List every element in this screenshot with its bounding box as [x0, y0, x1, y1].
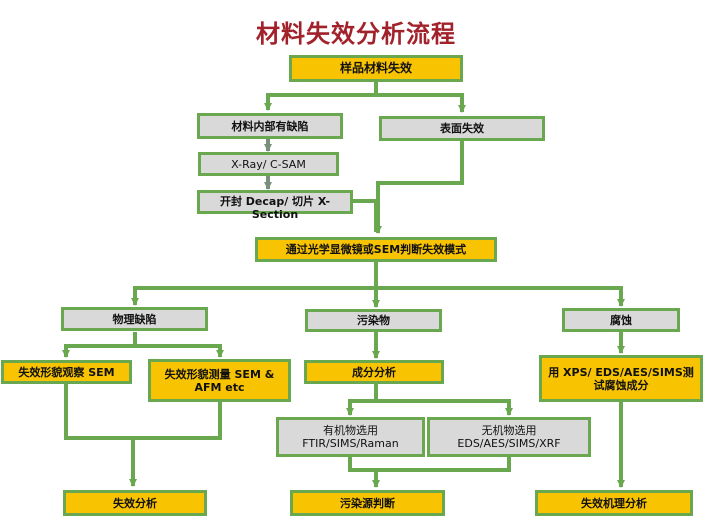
node-surface-failure: 表面失效 — [379, 116, 545, 141]
node-physical-defect-label: 物理缺陷 — [112, 312, 157, 326]
node-composition-analysis-label: 成分分析 — [352, 365, 396, 379]
node-decap-xsection: 开封 Decap/ 切片 X-Section — [197, 190, 353, 221]
node-corrosion: 腐蚀 — [562, 308, 680, 332]
node-contamination-source-label: 污染源判断 — [340, 496, 395, 510]
node-morphology-measurement-label: 失效形貌测量 SEM & AFM etc — [164, 367, 275, 394]
node-composition-analysis: 成分分析 — [304, 360, 444, 384]
node-xray-csam-label: X-Ray/ C-SAM — [231, 157, 306, 171]
node-internal-defect-label: 材料内部有缺陷 — [231, 119, 309, 133]
node-failure-analysis: 失效分析 — [63, 490, 207, 516]
node-optical-sem-observation-label: 通过光学显微镜或SEM判断失效模式 — [285, 243, 467, 256]
node-decap-xsection-label: 开封 Decap/ 切片 X-Section — [219, 195, 331, 221]
node-failure-mechanism: 失效机理分析 — [535, 490, 693, 516]
page-title: 材料失效分析流程 — [256, 19, 456, 48]
node-contaminant: 污染物 — [305, 309, 442, 332]
node-optical-sem-observation: 通过光学显微镜或SEM判断失效模式 — [255, 237, 497, 262]
node-contamination-source: 污染源判断 — [290, 490, 445, 516]
node-organic-selection: 有机物选用 FTIR/SIMS/Raman — [276, 417, 425, 457]
node-failure-mechanism-label: 失效机理分析 — [581, 496, 647, 510]
node-organic-selection-methods: FTIR/SIMS/Raman — [302, 437, 399, 450]
node-morphology-measurement: 失效形貌测量 SEM & AFM etc — [148, 359, 291, 402]
node-corrosion-label: 腐蚀 — [610, 313, 632, 327]
node-xray-csam: X-Ray/ C-SAM — [198, 152, 339, 176]
node-sample-failure-label: 样品材料失效 — [339, 61, 412, 75]
node-contaminant-label: 污染物 — [357, 314, 390, 327]
node-morphology-observation-label: 失效形貌观察 SEM — [18, 365, 115, 379]
node-internal-defect: 材料内部有缺陷 — [197, 113, 343, 139]
node-inorganic-selection-title: 无机物选用 — [481, 424, 537, 437]
node-morphology-observation: 失效形貌观察 SEM — [1, 360, 132, 384]
node-inorganic-selection-methods: EDS/AES/SIMS/XRF — [457, 437, 561, 450]
node-xps-corrosion-test-label: 用 XPS/ EDS/AES/SIMS测试腐蚀成分 — [548, 365, 694, 392]
node-organic-selection-title: 有机物选用 — [323, 424, 378, 437]
node-failure-analysis-label: 失效分析 — [113, 496, 157, 510]
node-surface-failure-label: 表面失效 — [440, 122, 484, 135]
node-inorganic-selection: 无机物选用 EDS/AES/SIMS/XRF — [427, 417, 591, 457]
node-sample-failure: 样品材料失效 — [289, 55, 463, 82]
node-physical-defect: 物理缺陷 — [61, 307, 208, 331]
node-xps-corrosion-test: 用 XPS/ EDS/AES/SIMS测试腐蚀成分 — [539, 355, 703, 402]
